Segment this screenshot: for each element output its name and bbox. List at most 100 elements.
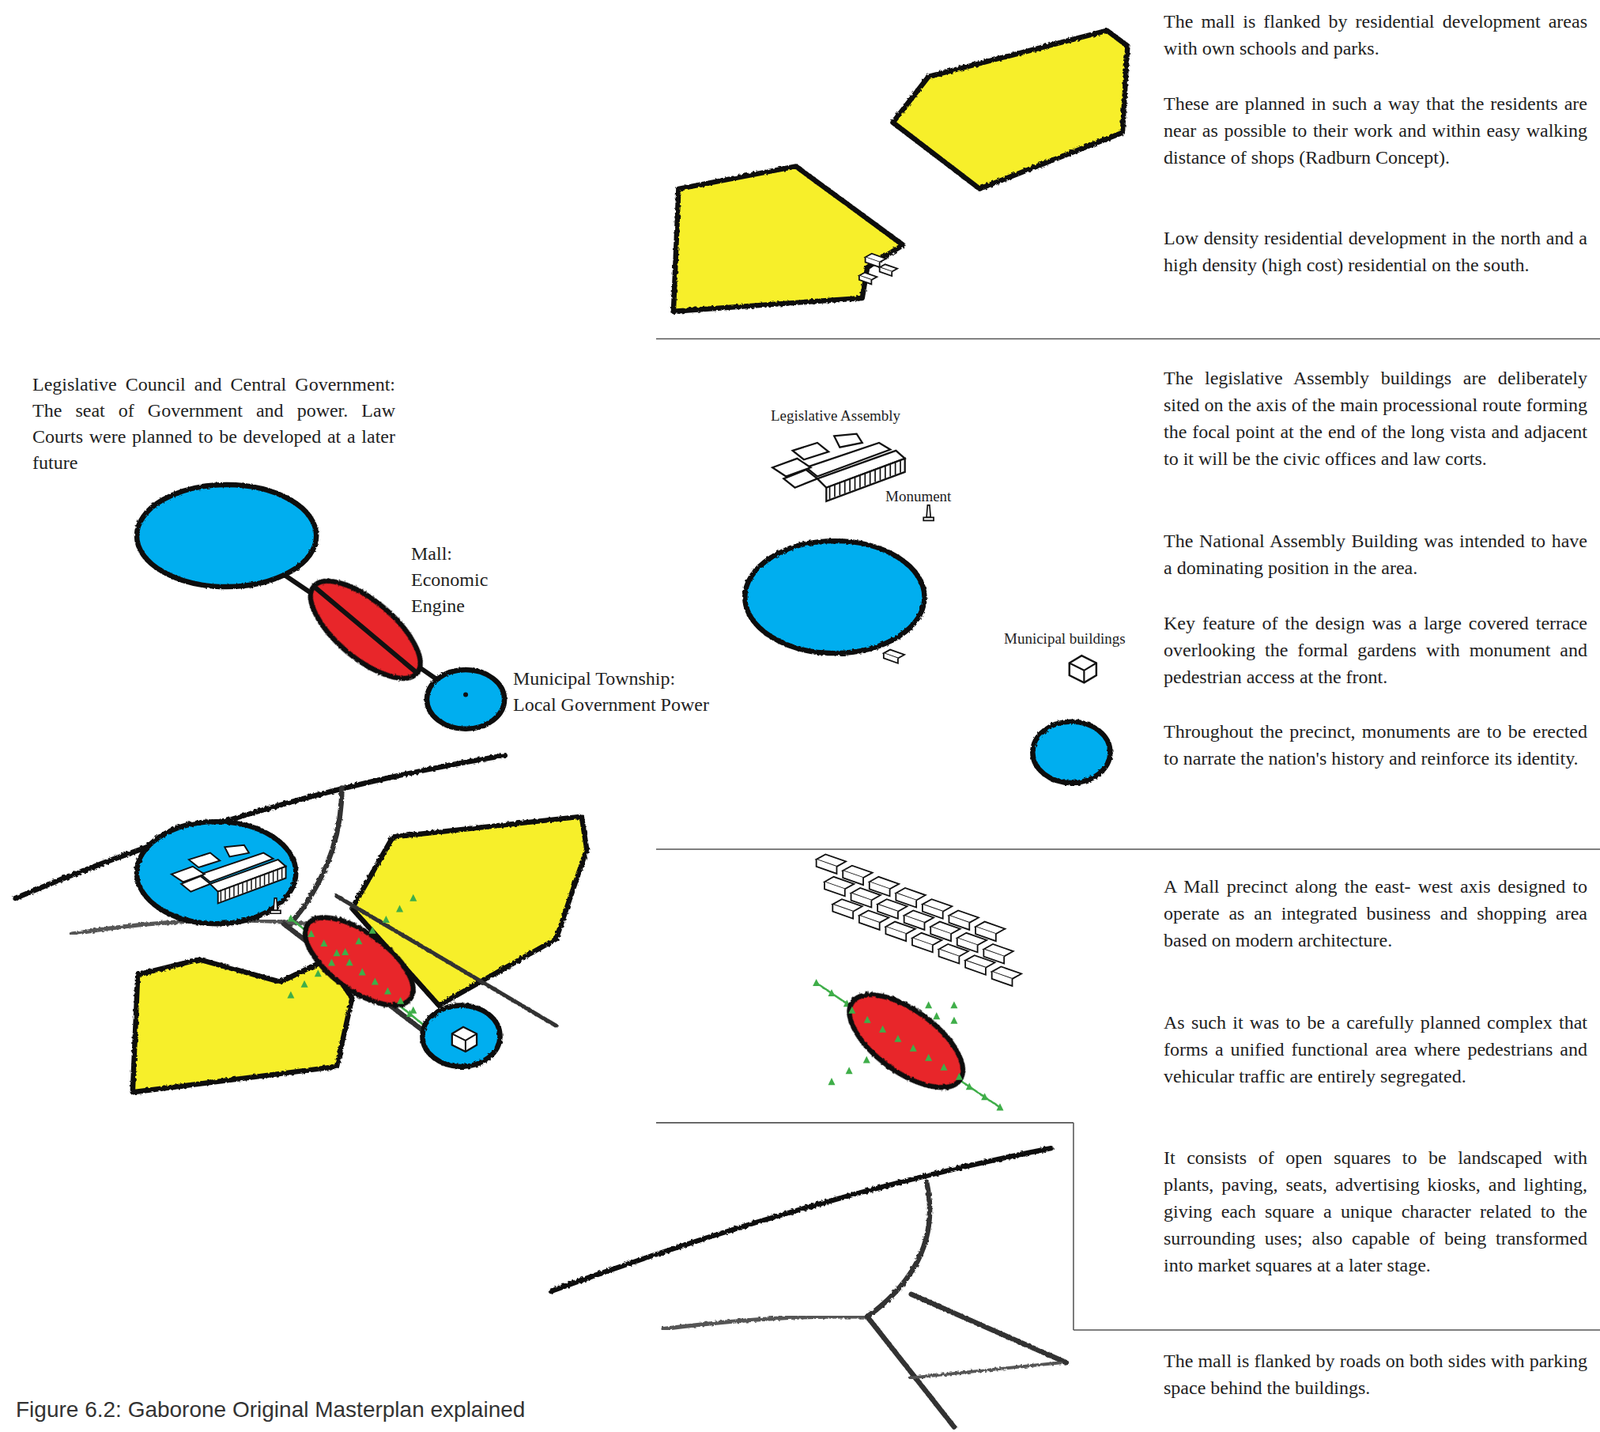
school-block-side: [879, 267, 892, 276]
note-paragraph: The mall is flanked by roads on both sid…: [1163, 1347, 1588, 1401]
tree-mark: [320, 939, 328, 947]
tree-mark: [369, 926, 377, 934]
building-column: [241, 882, 243, 893]
node-label: Mall: Economic Engine: [411, 540, 500, 619]
building-column: [250, 879, 252, 890]
building-column: [233, 885, 234, 896]
panel-rule: [656, 848, 1600, 850]
note-paragraph: As such it was to be a carefully planned…: [1163, 1008, 1588, 1090]
township-circle: Municipal Township: Local Government Pow…: [426, 669, 505, 729]
building-column: [879, 467, 882, 481]
art-group: [15, 30, 1600, 1427]
note-paragraph: Key feature of the design was a large co…: [1163, 609, 1588, 691]
building-column: [229, 886, 231, 898]
tree-mark: [966, 1082, 974, 1090]
road: [911, 1294, 1067, 1363]
building-block: [783, 469, 818, 488]
building-block: [181, 875, 211, 892]
building-column: [854, 476, 857, 490]
tree-mark: [341, 947, 349, 955]
tree-mark: [939, 1063, 948, 1071]
ellipse-outline: [426, 669, 505, 729]
node-label: Legislative Council and Central Governme…: [32, 371, 396, 476]
tree-mark: [981, 1092, 989, 1100]
residential-area: [892, 30, 1128, 189]
tree-mark: [879, 1025, 887, 1033]
tree-mark: [346, 958, 354, 966]
tree-mark: [409, 1006, 417, 1014]
tree-mark: [328, 958, 336, 967]
tree-mark: [332, 948, 340, 956]
node-shape: [426, 669, 505, 729]
building-block: [833, 433, 862, 448]
building-column: [224, 888, 226, 899]
tree-mark: [812, 978, 820, 986]
residential-area: [673, 166, 903, 311]
mall-building-side: [832, 904, 853, 919]
mall-building-side: [992, 971, 1013, 986]
mall-building-side: [939, 948, 960, 963]
municipal-area: [1032, 721, 1110, 783]
building-column: [849, 479, 851, 492]
mall-area: [290, 901, 427, 1023]
government-area: [744, 540, 925, 653]
residential-area: [132, 958, 353, 1092]
government-ellipse: Legislative Council and Central Governme…: [136, 484, 317, 587]
tree-mark: [301, 980, 309, 988]
tree-mark: [909, 1044, 917, 1052]
monument-shaft: [926, 505, 931, 517]
house-edge: [1069, 663, 1097, 684]
tree-mark: [950, 1000, 958, 1008]
tree-mark: [307, 929, 315, 937]
building-column: [874, 469, 876, 483]
assembly-building: [171, 845, 287, 904]
note-paragraph: The National Assembly Building was inten…: [1163, 527, 1588, 582]
tree-mark: [848, 1006, 856, 1014]
assembly-building: [772, 433, 906, 502]
municipal-building: [452, 1026, 477, 1052]
monument-icon: [923, 505, 934, 521]
house-body: [452, 1026, 477, 1052]
panel-rule: [1073, 1328, 1600, 1331]
building-column: [237, 883, 239, 895]
building-column: [267, 872, 269, 884]
building-column: [869, 471, 872, 484]
tree-mark: [409, 894, 417, 902]
tree-mark: [314, 969, 322, 977]
building-block: [792, 442, 829, 460]
building-column: [272, 871, 274, 882]
house-edge: [452, 1033, 477, 1052]
node-shape: [136, 484, 317, 587]
monument-base: [270, 909, 281, 914]
tree-mark: [955, 1072, 963, 1080]
building-column: [838, 483, 841, 496]
building-block: [224, 845, 250, 857]
tree-mark: [996, 1102, 1004, 1110]
note-paragraph: Throughout the precinct, monuments are t…: [1163, 717, 1588, 772]
building-column: [246, 880, 248, 891]
building-column: [255, 877, 257, 888]
building-column: [264, 874, 265, 885]
tree-mark: [286, 914, 295, 922]
tree-mark: [932, 1011, 940, 1019]
tree-mark: [286, 990, 295, 998]
part-label: Legislative Assembly: [770, 407, 901, 425]
node-shape: [310, 581, 421, 679]
mall-building-side: [965, 960, 986, 975]
tree-mark: [382, 915, 390, 923]
township-dot: [463, 691, 468, 697]
mall-building-side: [912, 937, 933, 952]
road: [663, 1316, 868, 1329]
municipal-area: [422, 1004, 500, 1066]
civic-office-side: [883, 652, 899, 664]
school-block-side: [865, 256, 880, 268]
building-column: [889, 464, 891, 477]
monument-base: [923, 516, 934, 521]
monument-icon: [270, 898, 281, 914]
mall-ellipse: Mall: Economic Engine: [310, 581, 421, 679]
government-area: [136, 821, 296, 924]
tree-mark: [396, 996, 404, 1004]
tree-mark: [924, 1053, 933, 1061]
tree-mark: [950, 1016, 958, 1024]
tree-mark: [354, 936, 363, 944]
